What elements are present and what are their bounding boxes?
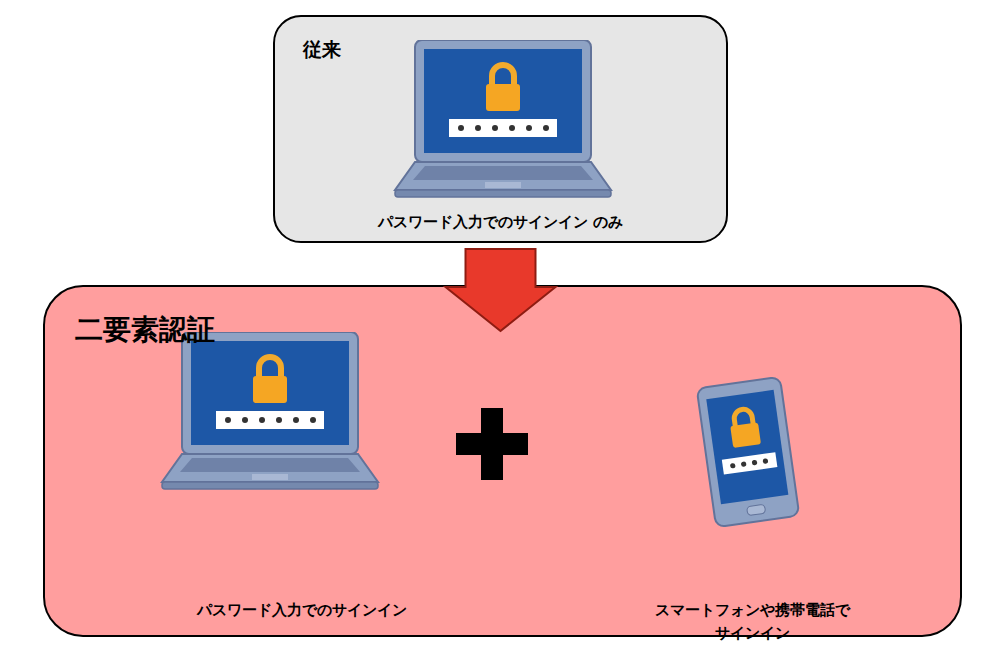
panel-heading: 従来	[303, 37, 341, 63]
laptop-icon	[162, 332, 378, 489]
panel-caption: パスワード入力でのサインイン のみ	[378, 213, 623, 232]
phone-icon	[697, 377, 800, 527]
plus-symbol	[456, 408, 528, 480]
caption-text: スマートフォンや携帯電話で サインイン	[650, 599, 855, 646]
two-factor-panel: 二要素認証パスワード入力でのサインインスマートフォンや携帯電話で サインイン	[43, 285, 962, 637]
laptop-icon	[395, 40, 611, 197]
before-panel: 従来パスワード入力でのサインイン のみ	[273, 15, 728, 243]
panel-heading: 二要素認証	[75, 311, 215, 349]
block-arrow	[446, 249, 556, 331]
caption-text: パスワード入力でのサインイン	[197, 599, 407, 622]
